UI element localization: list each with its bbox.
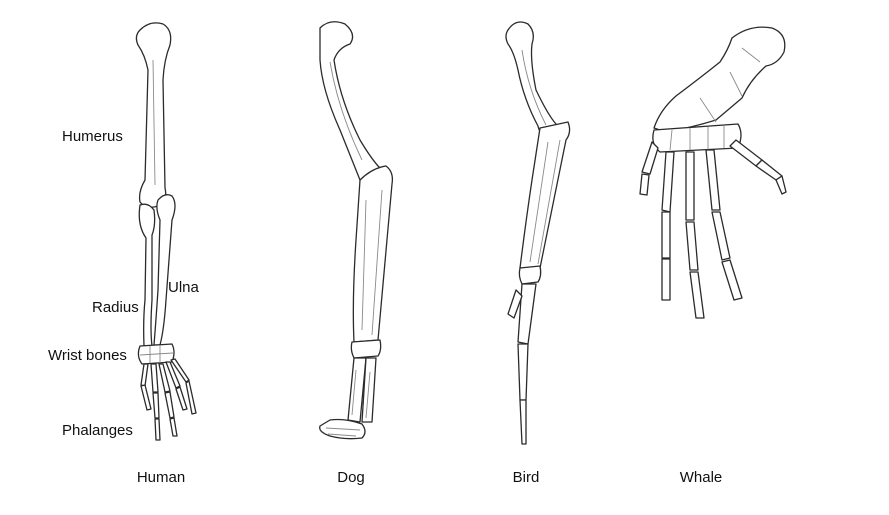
human-radius	[138, 203, 156, 347]
bird-forelimb	[505, 21, 571, 445]
caption-human: Human	[136, 469, 186, 486]
bird-wrist	[518, 265, 542, 285]
caption-dog: Dog	[337, 469, 365, 486]
dog-radius-ulna	[352, 165, 394, 343]
caption-whale: Whale	[679, 469, 723, 486]
label-wrist-bones: Wrist bones	[48, 347, 127, 364]
caption-bird: Bird	[512, 469, 540, 486]
label-ulna: Ulna	[168, 279, 199, 296]
whale-forelimb	[639, 26, 787, 319]
dog-wrist	[350, 339, 382, 359]
bird-forearm	[519, 121, 571, 269]
label-phalanges: Phalanges	[62, 422, 133, 439]
human-ulna	[153, 194, 176, 346]
dog-humerus	[319, 21, 385, 190]
bird-humerus	[505, 21, 558, 139]
label-radius: Radius	[92, 299, 139, 316]
human-forelimb	[135, 22, 197, 441]
dog-forelimb	[319, 21, 394, 440]
label-humerus: Humerus	[62, 128, 123, 145]
whale-humerus-forearm	[653, 26, 786, 133]
